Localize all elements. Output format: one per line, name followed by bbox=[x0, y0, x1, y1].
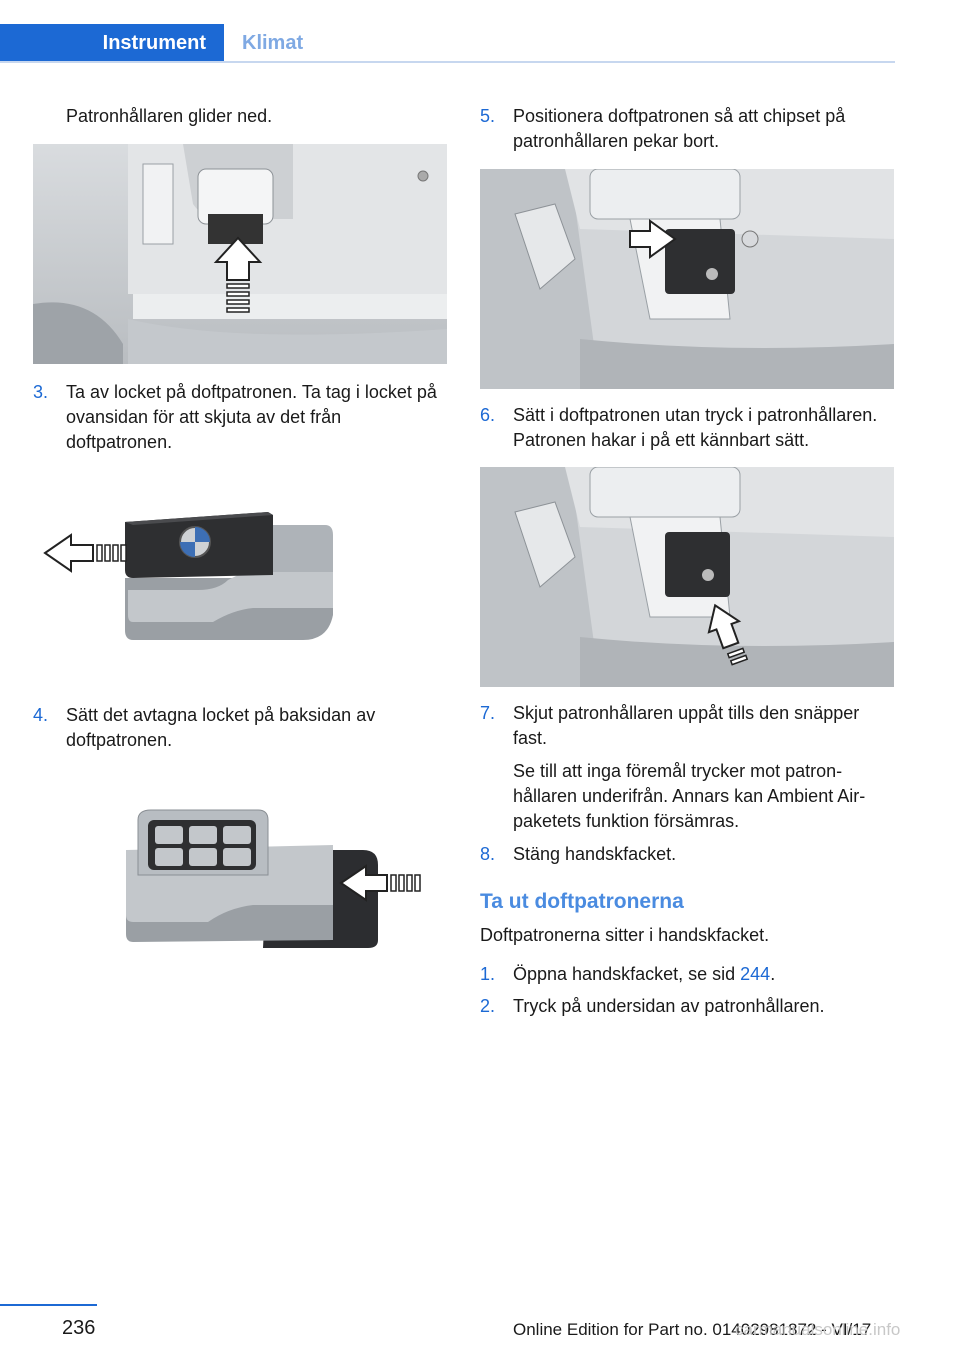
step-text: Tryck på undersidan av patronhållaren. bbox=[513, 996, 825, 1016]
step-text: Stäng handskfacket. bbox=[513, 844, 677, 864]
step-number: 5. bbox=[480, 106, 496, 126]
step-7: 7. Skjut patronhållaren uppåt tills den … bbox=[480, 701, 900, 836]
watermark: carmanualsonline.info bbox=[735, 1320, 901, 1339]
step-number: 2. bbox=[480, 996, 496, 1016]
step-text: Skjut patronhållaren uppåt tills den snä… bbox=[513, 703, 860, 748]
figure-position-cartridge bbox=[480, 169, 894, 389]
tab-klimat[interactable]: Klimat bbox=[242, 31, 304, 54]
step-text-part: . bbox=[770, 964, 776, 984]
figure-holder-down bbox=[33, 144, 447, 364]
figure-attach-lid bbox=[33, 790, 447, 960]
section-title: Ta ut doftpatronerna bbox=[480, 890, 684, 913]
step-text: Öppna handskfacket, se sid 244. bbox=[513, 962, 898, 987]
step-8: 8. Stäng handskfacket. bbox=[480, 842, 900, 870]
step-text: Sätt i doftpatronen utan tryck i patronh… bbox=[513, 405, 878, 450]
footer-divider bbox=[0, 1304, 97, 1306]
step-text: Sätt det avtagna locket på baksidan av d… bbox=[66, 705, 376, 750]
header-divider bbox=[0, 61, 895, 63]
sub-step-2: 2. Tryck på undersidan av patronhållaren… bbox=[480, 994, 900, 1022]
step-number: 4. bbox=[33, 705, 49, 725]
step-text-part: Öppna handskfacket, se sid bbox=[513, 964, 741, 984]
step-text: Positionera doftpatronen så att chipset … bbox=[513, 106, 846, 151]
step-number: 1. bbox=[480, 964, 496, 984]
intro-text: Patronhållaren glider ned. bbox=[66, 106, 273, 126]
step-note: Se till att inga föremål trycker mot pat… bbox=[513, 761, 866, 831]
step-4: 4. Sätt det avtagna locket på baksidan a… bbox=[33, 703, 453, 758]
step-6: 6. Sätt i doftpatronen utan tryck i patr… bbox=[480, 403, 900, 458]
step-5: 5. Positionera doftpatronen så att chips… bbox=[480, 104, 900, 159]
page-header: Instrument Klimat bbox=[0, 0, 960, 63]
step-text: Ta av locket på doftpatronen. Ta tag i l… bbox=[66, 382, 437, 452]
page-link[interactable]: 244 bbox=[740, 964, 771, 984]
edition-info: Online Edition for Part no. 01402981872 … bbox=[513, 1320, 872, 1339]
section-intro: Doftpatronerna sitter i handskfacket. bbox=[480, 925, 770, 945]
step-number: 7. bbox=[480, 703, 496, 723]
step-number: 8. bbox=[480, 844, 496, 864]
figure-insert-cartridge bbox=[480, 467, 894, 687]
step-3: 3. Ta av locket på doftpatronen. Ta tag … bbox=[33, 380, 453, 460]
step-number: 6. bbox=[480, 405, 496, 425]
sub-step-1: 1. Öppna handskfacket, se sid 244. bbox=[480, 962, 900, 990]
page-number: 236 bbox=[62, 1317, 96, 1339]
figure-remove-lid bbox=[33, 490, 447, 655]
step-number: 3. bbox=[33, 382, 49, 402]
tab-instrument[interactable]: Instrument bbox=[0, 24, 224, 62]
